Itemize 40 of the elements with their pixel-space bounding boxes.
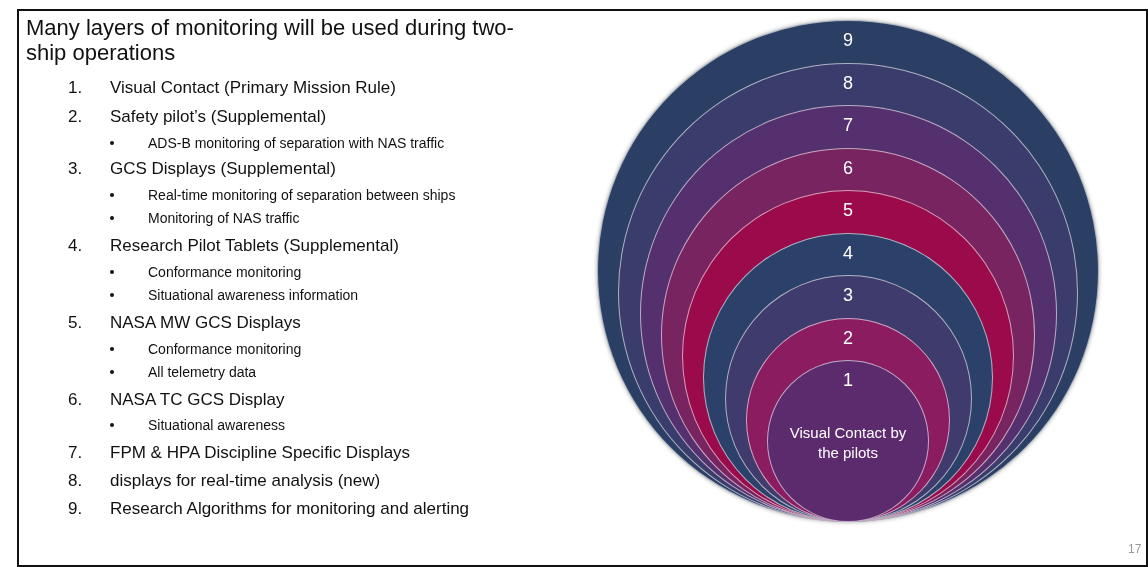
layer-number: 8 — [842, 72, 854, 93]
layer-number: 9 — [842, 30, 854, 50]
list-number: 5. — [68, 313, 83, 333]
layer-number: 4 — [842, 242, 854, 263]
layer-number: 7 — [842, 115, 854, 135]
bullet-item: Monitoring of NAS traffic — [108, 210, 300, 226]
list-item: Visual Contact (Primary Mission Rule) — [110, 78, 396, 98]
bullet-item: Conformance monitoring — [108, 264, 302, 280]
layer-number: 1 — [842, 370, 854, 390]
layer-circle — [767, 360, 929, 522]
list-number: 8. — [68, 471, 83, 491]
list-item: Research Algorithms for monitoring and alerting — [110, 499, 470, 519]
list-number: 3. — [68, 159, 83, 179]
list-number: 1. — [68, 78, 83, 98]
layer-number: 3 — [842, 285, 854, 305]
list-item: GCS Displays (Supplemental) — [110, 159, 336, 179]
list-item: displays for real-time analysis (new) — [110, 471, 381, 491]
page-number: 17 — [1128, 542, 1142, 556]
list-item: NASA TC GCS Display — [110, 390, 285, 410]
list-item: FPM & HPA Discipline Specific Displays — [110, 443, 411, 463]
layer-number: 2 — [842, 327, 854, 348]
layer-circle — [745, 317, 951, 522]
layer-caption: Visual Contact by the pilots — [788, 423, 908, 463]
list-item: Safety pilot’s (Supplemental) — [110, 107, 327, 127]
bullet-item: Real-time monitoring of separation between ships — [108, 187, 456, 203]
list-item: Research Pilot Tablets (Supplemental) — [110, 236, 399, 256]
bullet-item: Situational awareness — [108, 417, 285, 433]
layer-number: 5 — [842, 200, 854, 220]
layer-number: 6 — [842, 157, 854, 178]
list-number: 7. — [68, 443, 83, 463]
list-item: NASA MW GCS Displays — [110, 313, 301, 333]
slide-title: Many layers of monitoring will be used during two-ship operations — [26, 15, 515, 65]
bullet-item: Situational awareness information — [108, 287, 359, 303]
bullet-item: ADS-B monitoring of separation with NAS traffic — [108, 135, 445, 151]
list-number: 9. — [68, 499, 83, 519]
list-number: 4. — [68, 236, 83, 256]
list-number: 6. — [68, 390, 83, 410]
bullet-item: All telemetry data — [108, 364, 257, 380]
list-number: 2. — [68, 107, 83, 127]
bullet-item: Conformance monitoring — [108, 341, 302, 357]
